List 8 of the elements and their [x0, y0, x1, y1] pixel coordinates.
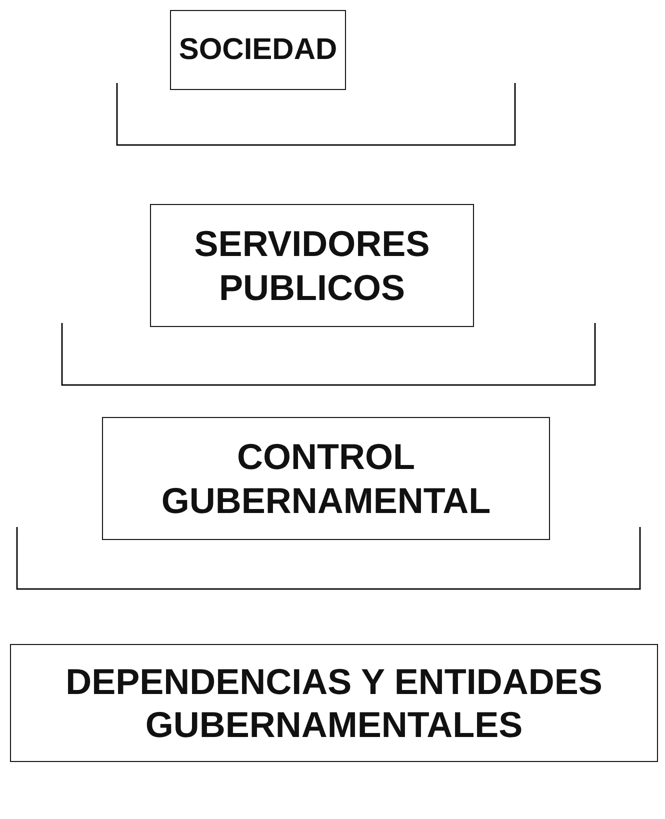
box-label: CONTROL GUBERNAMENTAL: [160, 435, 492, 522]
text-box: [102, 417, 550, 540]
box-label: SOCIEDAD: [178, 32, 338, 68]
text-box: [150, 204, 474, 327]
text-box: [170, 10, 346, 90]
box-label: SERVIDORES PUBLICOS: [193, 222, 431, 309]
text-box: [10, 644, 658, 762]
box-label: DEPENDENCIAS Y ENTIDADES GUBERNAMENTALES: [64, 660, 604, 746]
